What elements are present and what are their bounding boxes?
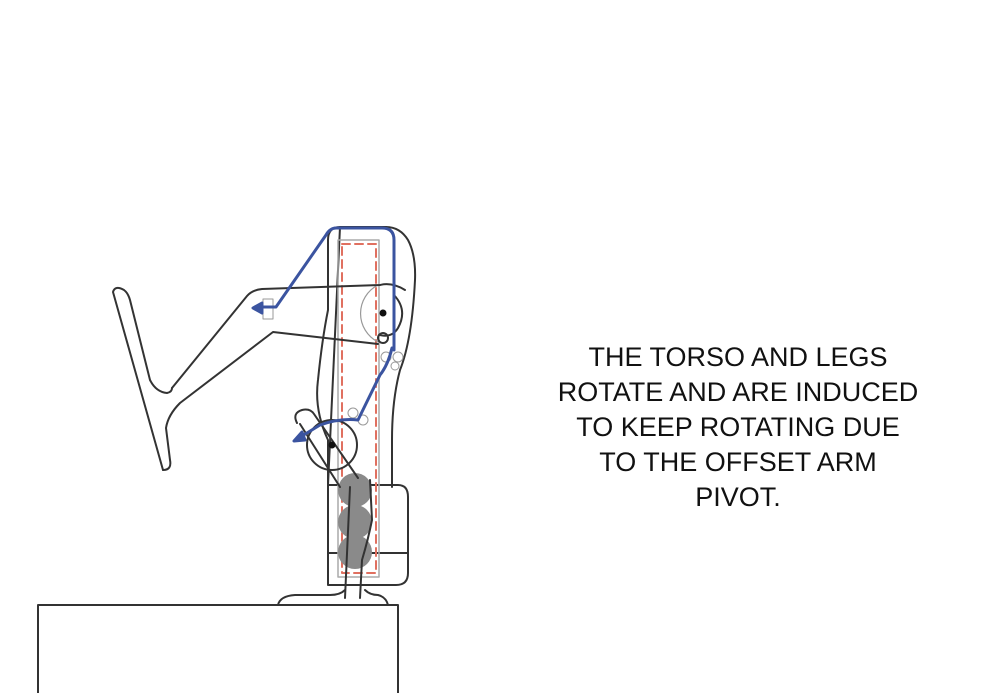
upper-arrow-path [256, 226, 396, 352]
hip-small-joint [377, 332, 389, 344]
caption: THE TORSO AND LEGS ROTATE AND ARE INDUCE… [520, 340, 956, 515]
shin-foot [112, 286, 173, 471]
caption-line: TO KEEP ROTATING DUE [576, 412, 900, 442]
caption-line: PIVOT. [695, 482, 781, 512]
table [37, 604, 399, 693]
knee-pivot-dot [328, 441, 336, 449]
arm-link [294, 408, 373, 599]
weights [338, 473, 372, 569]
lower-body-box [327, 484, 409, 586]
hip-pivot-dot [379, 309, 387, 317]
dashed-frame [341, 243, 377, 574]
foot-base [277, 589, 389, 606]
caption-line: ROTATE AND ARE INDUCED [557, 377, 919, 407]
knee-wheel [306, 419, 358, 471]
caption-line: THE TORSO AND LEGS [588, 342, 888, 372]
thigh-leg [162, 283, 406, 471]
torso-inner-frame [337, 239, 380, 578]
caption-line: TO THE OFFSET ARM [599, 447, 877, 477]
lower-arrow-path [300, 346, 394, 438]
hip-arc [360, 284, 379, 343]
lower-arrowhead [292, 430, 307, 443]
force-arrows [251, 226, 396, 443]
upper-arrowhead [251, 301, 264, 315]
